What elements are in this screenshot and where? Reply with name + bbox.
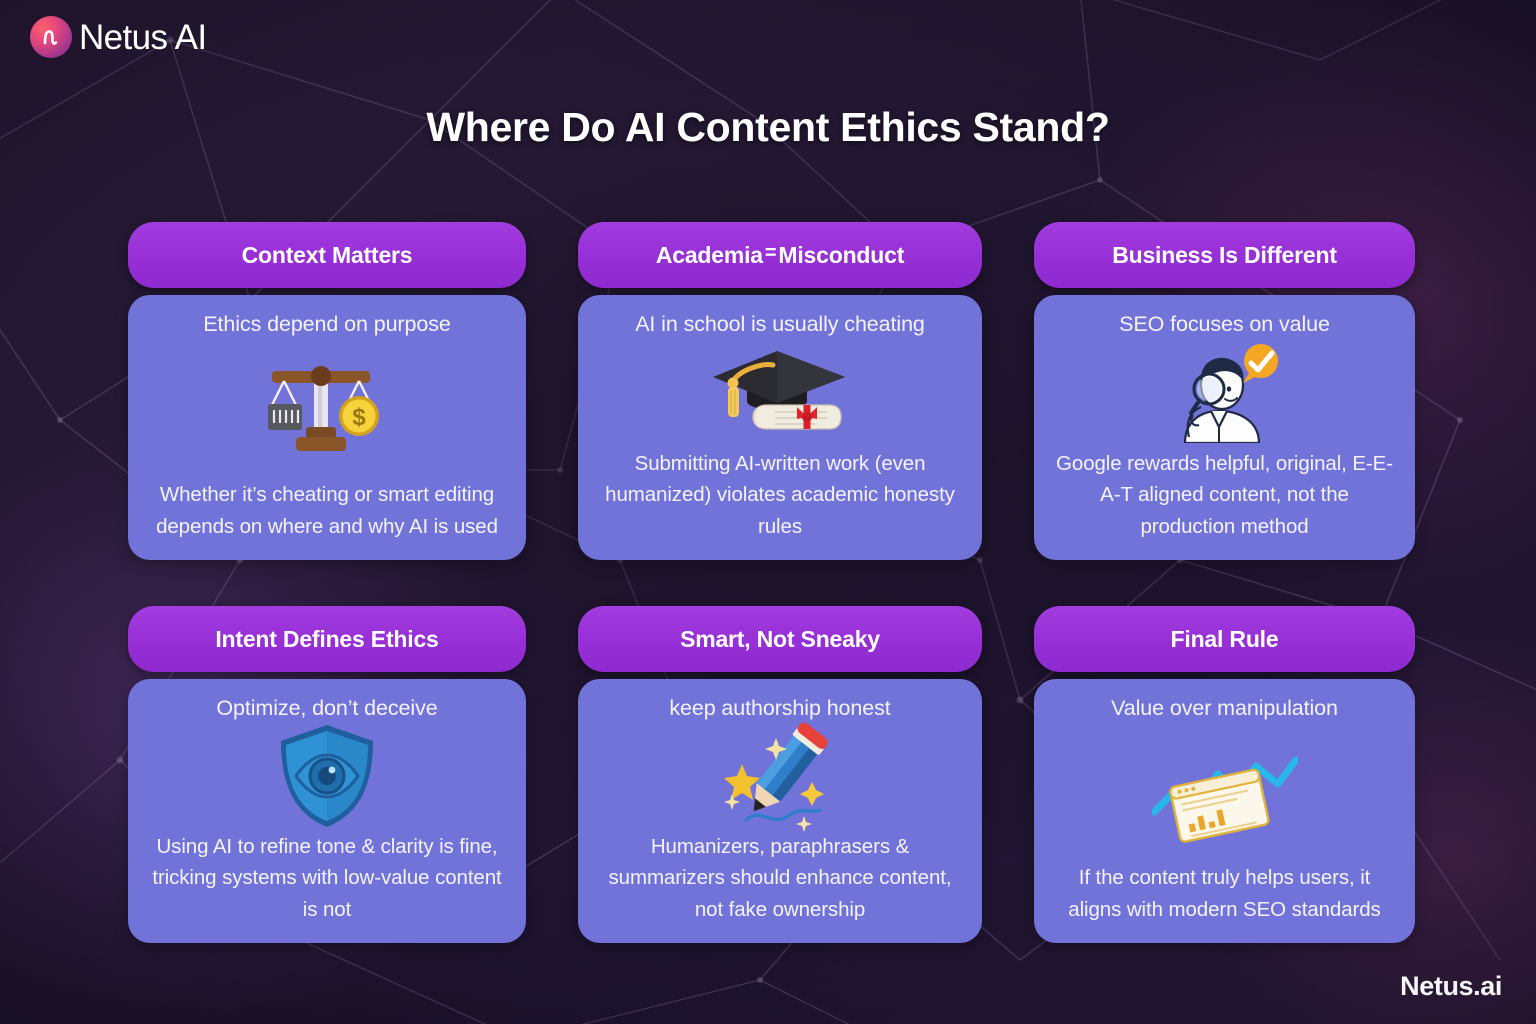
netus-n-monogram-icon <box>30 16 72 58</box>
card-bottom-text: Humanizers, paraphrasers & summarizers s… <box>608 834 952 921</box>
card-intent-defines-ethics: Intent Defines Ethics Optimize, don’t de… <box>128 606 526 943</box>
balance-scale-icon: $ <box>148 338 506 479</box>
card-header: Context Matters <box>128 222 526 288</box>
card-header: Final Rule <box>1034 606 1415 672</box>
card-header: Intent Defines Ethics <box>128 606 526 672</box>
brand-logo-text: Netus AI <box>79 17 207 57</box>
card-header: Smart, Not Sneaky <box>578 606 982 672</box>
card-header: Academia = Misconduct <box>578 222 982 288</box>
card-body: AI in school is usually cheating <box>578 295 982 560</box>
card-top-text: Ethics depend on purpose <box>203 312 451 336</box>
card-bottom-text: Submitting AI-written work (even humaniz… <box>605 451 955 538</box>
card-header-part2: Misconduct <box>778 241 905 268</box>
card-academia-misconduct: Academia = Misconduct AI in school is us… <box>578 222 982 560</box>
card-top-text: SEO focuses on value <box>1119 312 1330 336</box>
card-top-text: Value over manipulation <box>1111 696 1338 720</box>
page-title: Where Do AI Content Ethics Stand? <box>426 104 1110 150</box>
person-magnifier-checkmark-icon <box>1054 338 1395 448</box>
graduation-cap-diploma-icon <box>598 338 962 448</box>
growth-chart-card-icon <box>1054 722 1395 862</box>
card-body: Optimize, don’t deceive Using AI to refi… <box>128 679 526 943</box>
card-smart-not-sneaky: Smart, Not Sneaky keep authorship honest <box>578 606 982 943</box>
card-header: Business Is Different <box>1034 222 1415 288</box>
card-context-matters: Context Matters Ethics depend on purpose <box>128 222 526 560</box>
card-header-equals: = <box>764 241 777 264</box>
card-header-part1: Academia <box>655 241 763 268</box>
card-top-text: keep authorship honest <box>669 696 891 720</box>
card-top-text: Optimize, don’t deceive <box>216 696 438 720</box>
card-final-rule: Final Rule Value over manipulation <box>1034 606 1415 943</box>
card-bottom-text: Google rewards helpful, original, E-E-A-… <box>1056 451 1393 538</box>
pencil-sparkles-icon <box>598 722 962 833</box>
card-bottom-text: If the content truly helps users, it ali… <box>1068 866 1381 921</box>
svg-text:$: $ <box>352 404 366 431</box>
cards-grid: Context Matters Ethics depend on purpose <box>128 222 1415 943</box>
card-bottom-text: Using AI to refine tone & clarity is fin… <box>152 834 502 921</box>
card-body: Ethics depend on purpose <box>128 295 526 560</box>
card-body: Value over manipulation <box>1034 679 1415 943</box>
footer-brand: Netus.ai <box>1400 971 1502 1001</box>
shield-eye-icon <box>148 722 506 831</box>
card-body: SEO focuses on value <box>1034 295 1415 560</box>
card-body: keep authorship honest <box>578 679 982 943</box>
card-business-is-different: Business Is Different SEO focuses on val… <box>1034 222 1415 560</box>
brand-logo: Netus AI <box>30 16 207 58</box>
card-bottom-text: Whether it’s cheating or smart editing d… <box>156 483 498 538</box>
card-top-text: AI in school is usually cheating <box>635 312 925 336</box>
